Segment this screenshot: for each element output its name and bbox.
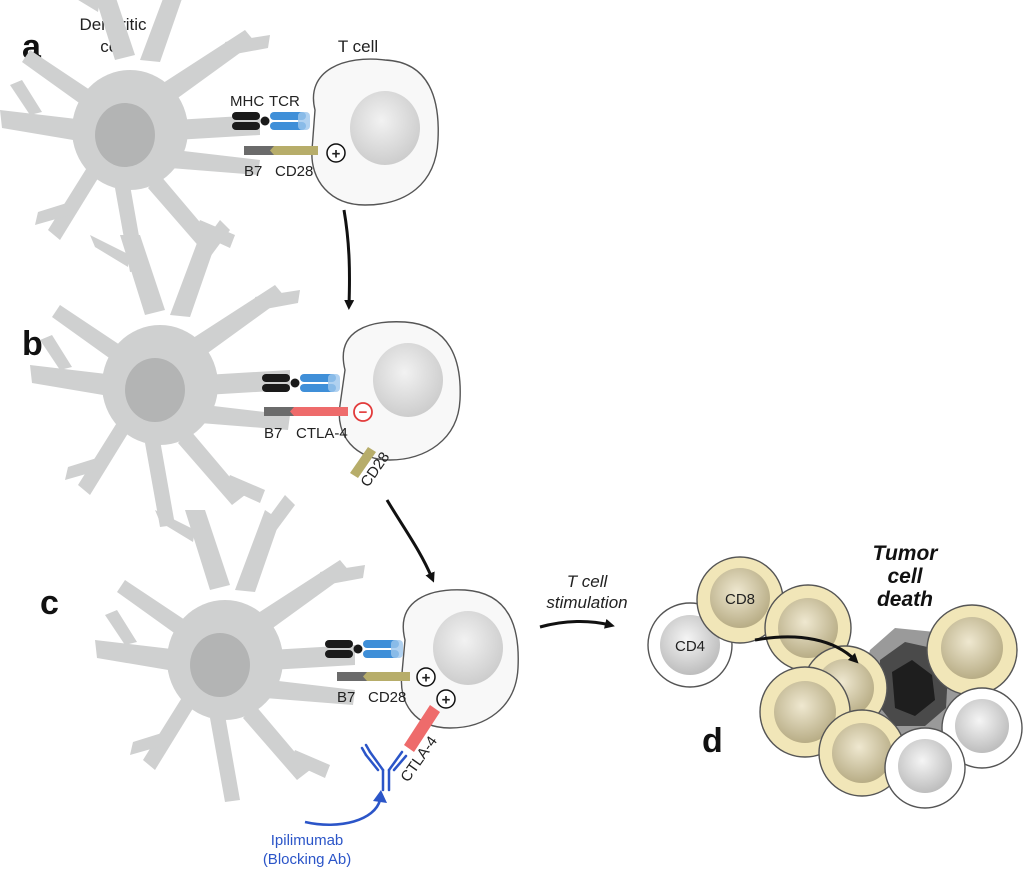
cd4-cell-2 [941, 687, 1023, 769]
antibody-arrow [304, 799, 382, 827]
mhc-molecule-a [232, 112, 270, 130]
t-cell-nucleus-c [433, 611, 503, 685]
costim-plus-a-sign: + [332, 146, 341, 163]
cd28-label-a: CD28 [275, 163, 313, 180]
tcr-molecule-c [363, 640, 403, 658]
cd28-molecule-c [363, 672, 410, 681]
tumor-label-line1: Tumor [873, 542, 940, 565]
arrow-b-to-c [385, 499, 435, 583]
cd8-cell-6 [926, 604, 1018, 696]
attack-arrow [754, 635, 859, 664]
costim-plus-c1 [416, 667, 436, 687]
stimulation-arrow [539, 618, 615, 629]
cd8-cell-1 [696, 556, 784, 644]
panel-c: c B7 CD28 + + CTLA-4 [40, 495, 519, 868]
ipilimumab-label-line1: Ipilimumab [271, 832, 344, 849]
panel-b-letter: b [22, 325, 43, 363]
ipilimumab-label-line2: (Blocking Ab) [263, 851, 351, 868]
panel-d-letter: d [702, 722, 723, 760]
antibody-arrowhead [373, 790, 387, 803]
mhc-molecule-c [325, 640, 363, 658]
tumor-label-line3: death [877, 588, 933, 611]
inhibit-minus-b-sign: − [359, 404, 368, 421]
ctla4-label-b: CTLA-4 [296, 425, 348, 442]
costim-plus-c2 [436, 689, 456, 709]
b7-label-b: B7 [264, 425, 282, 442]
cd28-molecule-b [350, 447, 376, 478]
mhc-molecule-b [262, 374, 300, 392]
b7-molecule-c [337, 672, 367, 681]
costim-plus-c1-sign: + [422, 670, 431, 687]
cd28-molecule-a [270, 146, 318, 155]
panel-b: b B7 CTLA-4 − CD28 [22, 220, 461, 527]
dendritic-cell-b [30, 220, 300, 527]
stimulation-label-line1: T cell [567, 572, 609, 591]
tumor-label-line2: cell [887, 565, 923, 588]
tcr-molecule-a [270, 112, 310, 130]
t-cell-label: T cell [338, 37, 378, 56]
ctla4-molecule-b [290, 407, 348, 416]
b7-label-a: B7 [244, 163, 262, 180]
stimulation-label-line2: stimulation [546, 593, 627, 612]
tcr-label-a: TCR [269, 93, 300, 110]
cd8-label: CD8 [725, 591, 755, 608]
panel-a: a Dendritic cell T cell MHC TCR B7 CD28 … [0, 0, 439, 272]
cd4-label: CD4 [675, 638, 705, 655]
panel-c-letter: c [40, 584, 59, 622]
costim-plus-a [326, 143, 346, 163]
mhc-label-a: MHC [230, 93, 264, 110]
tcr-molecule-b [300, 374, 340, 392]
cd8-cell-5 [818, 709, 906, 797]
ctla4-molecule-c [404, 705, 440, 752]
t-cell-nucleus-b [373, 343, 443, 417]
costim-plus-c2-sign: + [442, 692, 451, 709]
b7-molecule-b [264, 407, 294, 416]
ipilimumab-antibody [360, 743, 408, 792]
cd28-label-c: CD28 [368, 689, 406, 706]
t-cell-nucleus-a [350, 91, 420, 165]
b7-label-c: B7 [337, 689, 355, 706]
arrow-a-to-b [342, 209, 355, 310]
dendritic-cell-c [95, 495, 365, 802]
panel-d: T cell stimulation CD4 CD8 [539, 542, 1023, 809]
cd4-cell-3 [884, 727, 966, 809]
inhibit-minus-b [353, 402, 373, 422]
b7-molecule-a [244, 146, 274, 155]
